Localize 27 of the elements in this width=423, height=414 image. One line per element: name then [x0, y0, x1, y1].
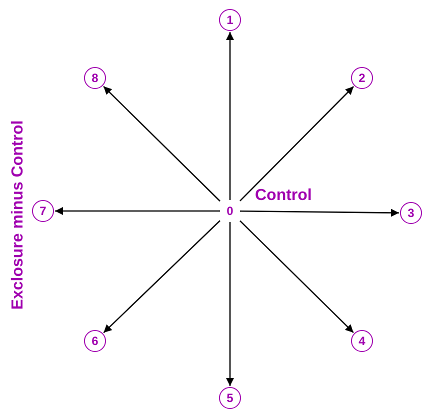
node-number: 1: [226, 13, 234, 27]
node-label: 0: [223, 203, 237, 219]
node-number: 5: [226, 391, 234, 405]
node-number: 2: [358, 71, 366, 85]
numbered-circle: [219, 387, 241, 409]
numbered-circle: [351, 67, 373, 89]
arrow: [240, 220, 354, 334]
arrow: [240, 86, 354, 202]
node-number: 7: [40, 204, 46, 218]
node-number: 8: [92, 71, 98, 85]
node-number: 6: [92, 334, 98, 348]
arrow: [226, 32, 234, 200]
arrow: [240, 208, 399, 217]
arrow: [103, 86, 220, 202]
numbered-circle: [84, 330, 106, 352]
node-number: 4: [358, 334, 366, 348]
node-number: 3: [408, 206, 414, 220]
arrow: [103, 220, 220, 334]
arrow: [55, 207, 220, 215]
numbered-circle: [400, 202, 422, 224]
arrow: [226, 222, 234, 386]
numbered-circle: [351, 330, 373, 352]
numbered-circle: [219, 9, 241, 31]
axis-label: Control: [255, 187, 312, 205]
numbered-circle: [84, 67, 106, 89]
axis-label: Exclosure minus Control: [9, 120, 28, 310]
numbered-circle: [32, 200, 54, 222]
